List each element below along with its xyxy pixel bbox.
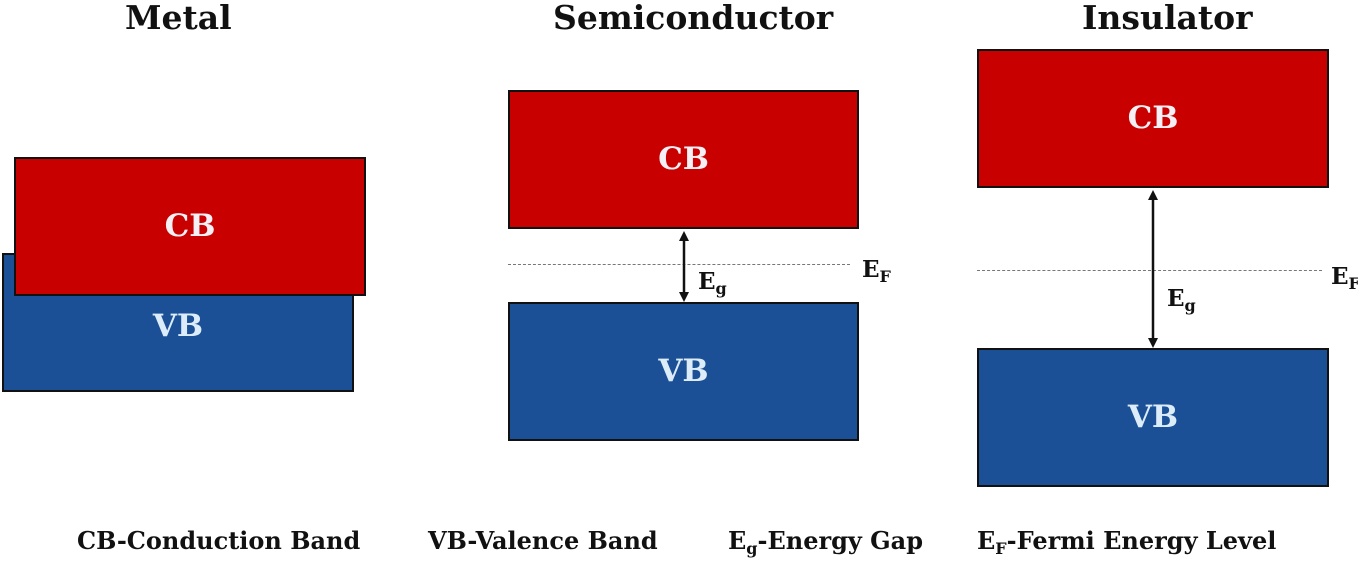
insulator-vb-label: VB: [1127, 399, 1179, 435]
semiconductor-valence-band: VB: [508, 302, 859, 441]
insulator-fermi-label: EF: [1331, 263, 1358, 293]
semiconductor-fermi-label: EF: [862, 256, 891, 286]
legend-valence-band: VB-Valence Band: [428, 526, 658, 555]
metal-vb-label: VB: [152, 308, 204, 344]
legend-conduction-band: CB-Conduction Band: [77, 526, 361, 555]
legend-fermi-level: EF-Fermi Energy Level: [977, 526, 1277, 558]
insulator-gap-label: Eg: [1167, 285, 1196, 315]
semiconductor-conduction-band: CB: [508, 90, 859, 229]
metal-title: Metal: [125, 0, 232, 37]
insulator-valence-band: VB: [977, 348, 1329, 487]
legend-energy-gap: Eg-Energy Gap: [728, 526, 924, 558]
metal-conduction-band: CB: [14, 157, 366, 296]
insulator-cb-label: CB: [1127, 100, 1179, 136]
insulator-title: Insulator: [1082, 0, 1253, 37]
semiconductor-cb-label: CB: [658, 141, 709, 177]
semiconductor-title: Semiconductor: [553, 0, 834, 37]
insulator-conduction-band: CB: [977, 49, 1329, 188]
semiconductor-gap-label: Eg: [698, 268, 727, 298]
metal-cb-label: CB: [164, 208, 216, 244]
semiconductor-vb-label: VB: [658, 353, 709, 389]
